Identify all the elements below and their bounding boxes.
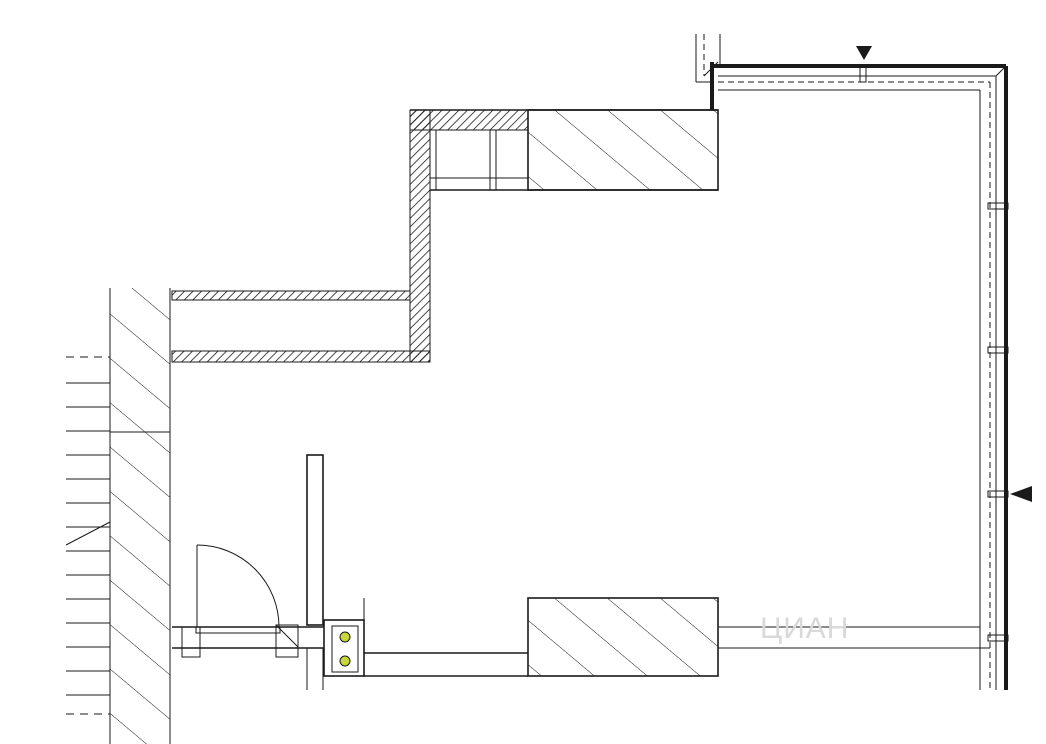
right-exterior-wall (695, 34, 1008, 690)
bottom-partition (172, 624, 324, 658)
right-section-marker (1010, 486, 1032, 502)
top-section-marker (856, 46, 872, 60)
watermark: ЦИАН (760, 612, 850, 645)
right-wall-radiators (859, 65, 1009, 642)
left-exterior-wall (109, 288, 171, 744)
plumbing-riser (323, 619, 365, 677)
door-swing (196, 544, 280, 628)
riser-pipe-lower (339, 655, 351, 667)
vertical-column (306, 454, 324, 690)
riser-pipe-upper (339, 631, 351, 643)
upper-hatched-block (410, 109, 719, 191)
upper-left-partition (171, 109, 529, 363)
bottom-corridor (363, 598, 528, 677)
left-stair-ticks (65, 356, 111, 715)
bottom-hatched-block (527, 597, 719, 677)
bottom-right-wall (718, 626, 990, 649)
upper-window-niche (429, 129, 529, 191)
